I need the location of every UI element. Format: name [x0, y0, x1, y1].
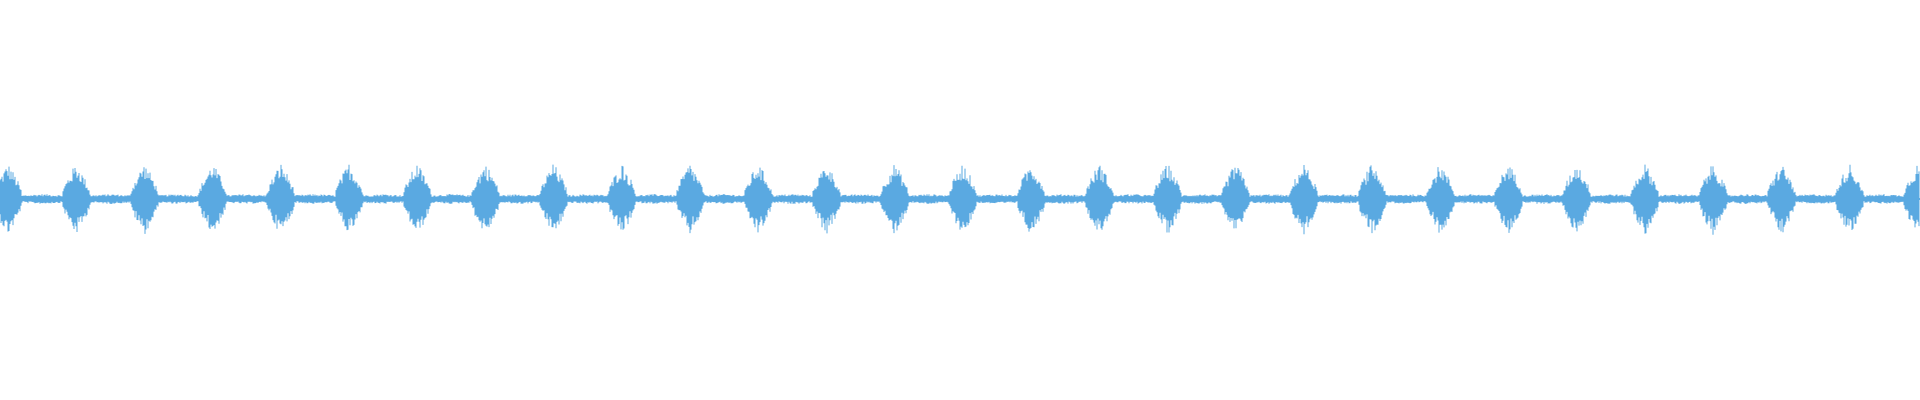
waveform-trace: [0, 164, 1920, 235]
